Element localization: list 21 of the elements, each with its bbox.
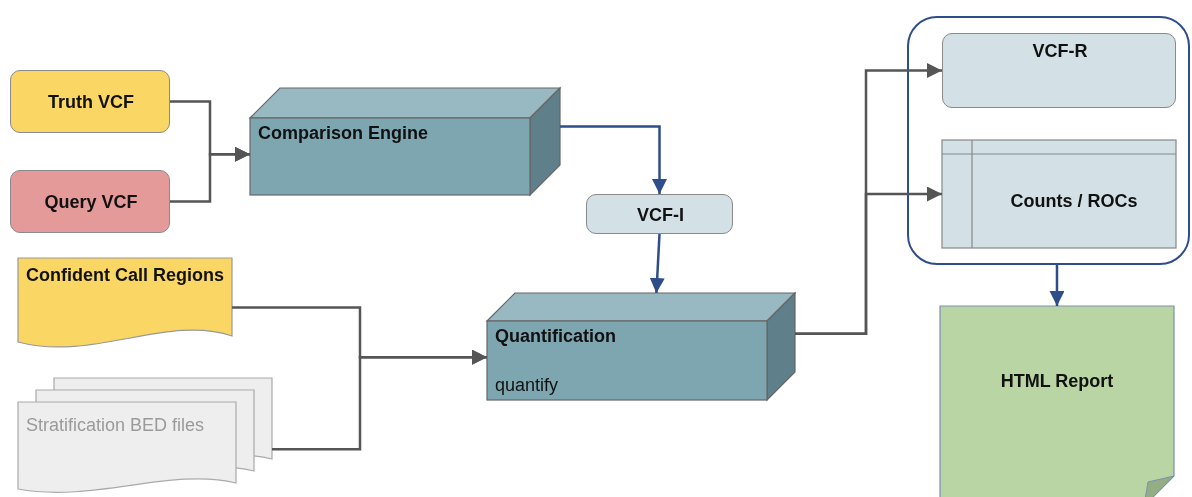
file-box <box>586 194 733 234</box>
input-box <box>10 70 170 133</box>
node-label: Comparison Engine <box>258 122 428 145</box>
node-label: VCF-I <box>637 203 684 227</box>
file-box <box>942 33 1176 108</box>
arrow <box>649 233 665 294</box>
node-label: Stratification BED files <box>26 414 205 437</box>
node-detail: quantify <box>495 373 559 397</box>
node-label: Query VCF <box>44 191 138 215</box>
input-box <box>10 170 170 233</box>
arrow <box>170 146 250 203</box>
node-label: Counts / ROCs <box>1010 189 1138 213</box>
arrow <box>1049 265 1065 306</box>
node-label: Quantification <box>495 325 616 348</box>
node-label: Confident Call Regions <box>26 264 224 287</box>
group-frame <box>907 16 1190 265</box>
arrow <box>272 349 487 451</box>
node-label: HTML Report <box>1000 369 1114 393</box>
node-label: VCF-R <box>1032 40 1088 63</box>
node-label: Truth VCF <box>48 91 134 115</box>
arrow <box>795 186 942 335</box>
